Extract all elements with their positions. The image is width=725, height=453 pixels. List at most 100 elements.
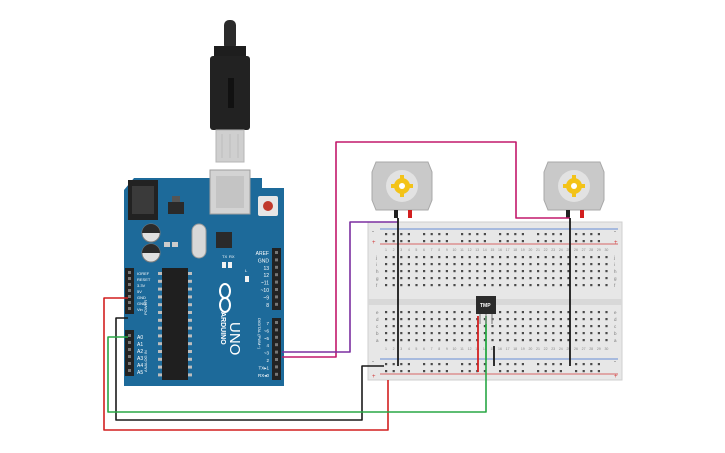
column-number-top-28: 28 [589,248,593,252]
column-number-bottom-10: 10 [452,347,456,351]
column-number-bottom-11: 11 [460,347,464,351]
row-letter-left-bottom-3: b [376,331,379,336]
analog-pin-label-1: A1 [137,342,143,348]
digital-pin-label-12: ~3 [264,351,270,356]
column-number-bottom-20: 20 [528,347,532,351]
column-number-top-29: 29 [597,248,601,252]
column-number-top-2: 2 [393,248,395,252]
column-number-top-20: 20 [528,248,532,252]
wire-red[interactable] [103,297,389,431]
column-number-bottom-29: 29 [597,347,601,351]
row-letter-left-bottom-4: a [376,338,379,343]
column-number-top-27: 27 [582,248,586,252]
row-letter-left-bottom-0: e [376,310,379,315]
column-number-top-14: 14 [483,248,487,252]
column-number-top-26: 26 [574,248,578,252]
analog-pin-label-2: A2 [137,349,143,355]
column-number-top-1: 1 [385,248,387,252]
analog-header[interactable] [125,330,134,376]
gear-icon [563,175,585,197]
column-number-bottom-27: 27 [582,347,586,351]
digital-pin-label-9: ~6 [264,328,270,333]
power-pin-label-1: RESET [137,277,151,282]
wire-black[interactable] [115,317,384,421]
row-letter-right-top-2: h [614,269,617,274]
digital-pin-label-3: 12 [263,273,269,279]
power-pin-label-5: GND [137,301,146,306]
dc-motor-right[interactable] [543,161,605,218]
wire-magenta[interactable] [282,141,570,358]
row-letter-right-bottom-3: b [614,331,617,336]
analog-pin-label-4: A4 [137,363,143,369]
analog-pin-label-0: A0 [137,335,143,341]
arduino-logo-icon [219,283,231,313]
column-number-bottom-24: 24 [559,347,563,351]
column-number-bottom-19: 19 [521,347,525,351]
rail-plus-bottom-left: + [372,374,376,380]
column-number-bottom-1: 1 [385,347,387,351]
column-number-bottom-17: 17 [506,347,510,351]
column-number-top-23: 23 [551,248,555,252]
row-letter-right-top-1: i [614,262,615,267]
power-pin-label-4: GND [137,295,146,300]
column-number-top-4: 4 [408,248,410,252]
digital-pin-label-14: TX▸1 [258,365,269,370]
row-letter-left-top-3: g [376,276,379,281]
column-number-bottom-9: 9 [446,347,448,351]
column-number-bottom-18: 18 [513,347,517,351]
column-number-bottom-22: 22 [544,347,548,351]
column-number-top-17: 17 [506,248,510,252]
column-number-top-7: 7 [431,248,433,252]
digital-pin-label-8: 7 [266,321,269,326]
rail-minus-top-right: - [614,229,616,235]
column-number-top-16: 16 [498,248,502,252]
reset-button[interactable] [263,201,273,211]
power-pin-label-6: Vin [137,307,143,312]
gear-icon [391,175,413,197]
row-letter-right-top-0: j [613,255,615,260]
rail-plus-top-right: + [614,240,618,246]
rail-minus-bottom-right: - [614,359,616,365]
row-letter-right-top-4: f [614,283,616,288]
digital-pin-label-15: RX◂0 [258,373,270,378]
column-number-top-21: 21 [536,248,540,252]
column-number-bottom-21: 21 [536,347,540,351]
column-number-bottom-8: 8 [438,347,440,351]
row-letter-right-bottom-2: c [614,324,617,329]
digital-header-bottom[interactable] [272,318,281,380]
arduino-brand-text: ARDUINO [219,312,226,345]
digital-header-label: DIGITAL (PWM~) [257,318,262,350]
column-number-bottom-7: 7 [431,347,433,351]
row-letter-left-bottom-1: d [376,317,379,322]
row-letter-right-bottom-0: e [614,310,617,315]
digital-header-top[interactable] [272,248,281,310]
column-number-top-12: 12 [468,248,472,252]
temperature-sensor[interactable]: TMP [476,296,496,324]
sensor-label: TMP [480,303,491,309]
column-number-bottom-12: 12 [468,347,472,351]
row-letter-left-top-0: j [375,255,377,260]
column-number-top-30: 30 [604,248,608,252]
column-number-top-10: 10 [452,248,456,252]
dc-motor-left[interactable] [371,161,433,218]
column-number-bottom-30: 30 [604,347,608,351]
column-number-bottom-26: 26 [574,347,578,351]
column-number-top-9: 9 [446,248,448,252]
digital-pin-label-13: 2 [266,358,269,363]
power-pin-label-0: IOREF [137,271,150,276]
column-number-bottom-28: 28 [589,347,593,351]
digital-pin-label-10: ~5 [264,336,270,341]
row-letter-right-bottom-1: d [614,317,617,322]
rail-minus-bottom-left: - [372,359,374,365]
wire-green[interactable] [107,336,487,413]
digital-pin-label-7: 8 [266,303,269,309]
column-number-top-6: 6 [423,248,425,252]
column-number-bottom-4: 4 [408,347,410,351]
arduino-uno-board[interactable]: TX RX L ARDUINO UNO POWER ANALOG IN IORE… [124,169,284,386]
power-header-label: POWER [143,300,148,315]
wire-purple[interactable] [282,221,398,353]
column-number-top-5: 5 [415,248,417,252]
rail-plus-top-left: + [372,240,376,246]
digital-pin-label-2: 13 [263,266,269,272]
